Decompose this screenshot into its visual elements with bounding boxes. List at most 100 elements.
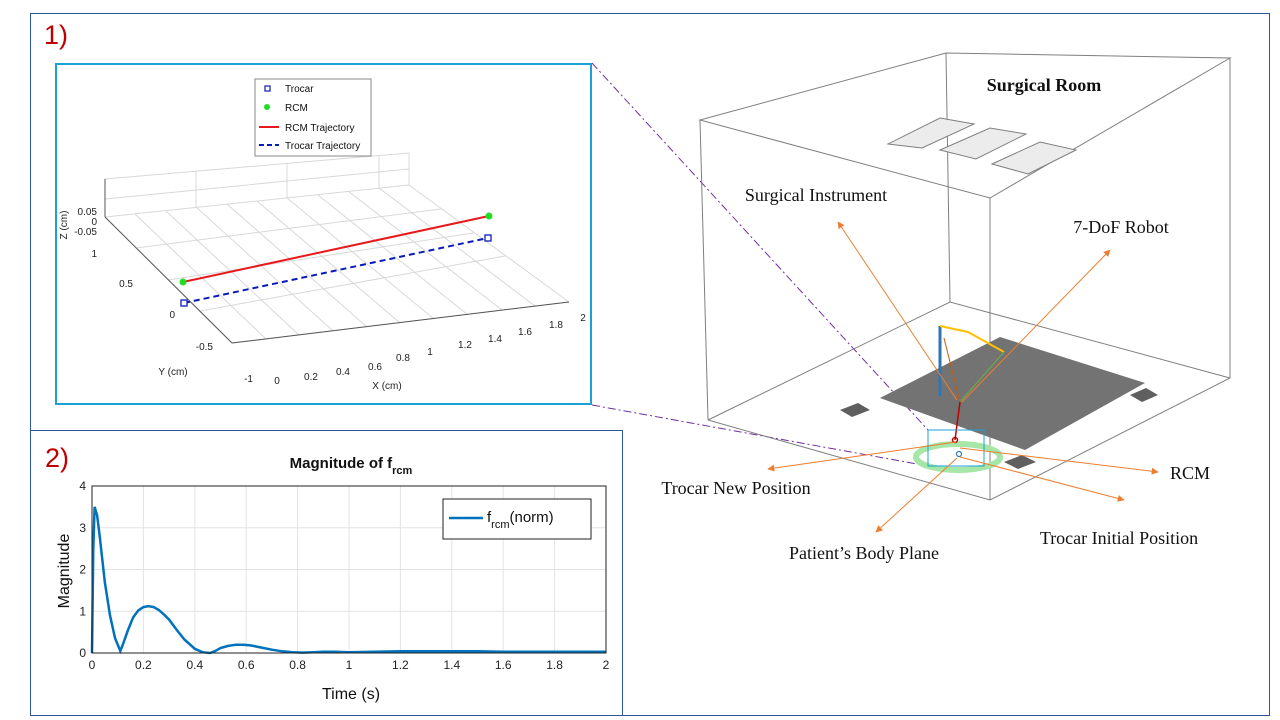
chart-y-tick-label: 0 xyxy=(79,646,86,660)
chart-y-tick-label: 1 xyxy=(79,604,86,618)
x-axis xyxy=(231,301,570,344)
x-tick: 0.8 xyxy=(396,353,410,364)
y-tick: -0.5 xyxy=(196,342,214,353)
rcm-arrow xyxy=(959,447,1159,475)
chart-title-main: Magnitude of f xyxy=(290,455,393,472)
floor-pad xyxy=(840,403,870,417)
chart-y-tick-label: 2 xyxy=(79,563,86,577)
floor-pads xyxy=(840,388,1158,469)
chart-x-tick-label: 0.4 xyxy=(186,658,203,672)
ceiling-lights xyxy=(886,117,1078,175)
rcm-point-end xyxy=(485,212,493,220)
x-tick: 2 xyxy=(580,313,586,324)
robot-arm-link xyxy=(939,325,1005,353)
room-edge xyxy=(699,119,709,421)
y-axis xyxy=(104,216,233,344)
trajectory-3d-plot: 0.05 0 -0.05 Z (cm) 1 0.5 0 -0.5 -1 Y (c… xyxy=(59,78,586,392)
legend-trocar-marker xyxy=(264,85,271,92)
x-tick: 0.2 xyxy=(304,372,318,383)
rcm-label: RCM xyxy=(1170,463,1210,483)
robot-arrow xyxy=(961,249,1111,403)
floor-edge-right xyxy=(408,184,570,303)
rcm-point-start xyxy=(179,278,187,286)
ceiling-light xyxy=(938,127,1028,160)
chart-legend-label: frcm(norm) xyxy=(487,509,554,531)
grid-line xyxy=(226,203,368,328)
x-tick: 1.4 xyxy=(488,334,502,345)
chart-x-tick-label: 1.2 xyxy=(392,658,409,672)
chart-x-tick-label: 1 xyxy=(346,658,353,672)
grid-line xyxy=(195,206,334,332)
zoom-region-box xyxy=(927,429,985,467)
trocar-point-start xyxy=(180,299,188,307)
robot-label: 7-DoF Robot xyxy=(1073,217,1169,237)
x-axis-label: X (cm) xyxy=(372,381,401,392)
ceiling-light xyxy=(990,141,1078,175)
panel-2-number: 2) xyxy=(45,443,70,473)
legend-label: RCM Trajectory xyxy=(285,123,354,134)
z-tick: 0 xyxy=(91,217,97,228)
trocar-initial-position-label: Trocar Initial Position xyxy=(1040,528,1198,548)
chart-x-tick-label: 0.6 xyxy=(238,658,255,672)
x-tick: 1.8 xyxy=(549,320,563,331)
chart-legend: frcm(norm) xyxy=(442,498,592,540)
robot-forearm-link xyxy=(943,337,961,403)
grid-line xyxy=(134,213,267,340)
grid-line xyxy=(286,197,435,320)
room-floor-back xyxy=(707,301,1231,421)
y-tick: -1 xyxy=(244,374,253,385)
robot-wrist-link xyxy=(959,351,1005,403)
surgical-instrument-shaft xyxy=(954,401,961,441)
frcm-norm-series-line xyxy=(90,506,606,655)
z-tick: -0.05 xyxy=(74,227,97,238)
trocar-new-position-label: Trocar New Position xyxy=(661,478,810,498)
chart-plot-frame xyxy=(91,485,607,654)
rcm-trajectory-line xyxy=(182,215,490,283)
x-tick: 0.4 xyxy=(336,367,350,378)
x-tick: 0 xyxy=(274,376,280,387)
chart-x-tick-label: 1.4 xyxy=(443,658,460,672)
panel-1-number: 1) xyxy=(44,20,69,50)
grid-line xyxy=(256,200,401,324)
chart-y-tick-label: 4 xyxy=(79,479,86,493)
body-plane-arrow xyxy=(875,457,958,533)
chart-title: Magnitude of frcm xyxy=(290,455,413,477)
trocar-initial-position-arrow xyxy=(959,456,1125,502)
grid-line xyxy=(317,194,469,316)
z-tick: 0.05 xyxy=(78,207,98,218)
floor-pad xyxy=(1130,388,1158,402)
ceiling-light xyxy=(886,117,976,149)
room-box xyxy=(698,52,1232,501)
chart-x-tick-label: 0 xyxy=(89,658,96,672)
grid-line xyxy=(347,190,503,311)
chart-x-tick-label: 1.8 xyxy=(546,658,563,672)
grid-line xyxy=(167,232,474,281)
trocar-marker xyxy=(955,450,963,458)
z-axis-label: Z (cm) xyxy=(59,211,70,240)
surgical-instrument-label: Surgical Instrument xyxy=(745,185,887,205)
legend-label: RCM xyxy=(285,103,308,114)
chart-y-tick-label: 3 xyxy=(79,521,86,535)
grid-line xyxy=(199,255,506,312)
trocar-new-position-arrow xyxy=(767,441,957,472)
grid-line xyxy=(378,187,536,307)
legend-rcm-marker xyxy=(264,104,270,110)
x-tick: 0.6 xyxy=(368,362,382,373)
chart-x-tick-label: 1.6 xyxy=(495,658,512,672)
x-tick: 1 xyxy=(427,347,433,358)
surgical-room-title: Surgical Room xyxy=(987,75,1102,95)
x-tick: 1.6 xyxy=(518,327,532,338)
slide-frame xyxy=(30,13,1270,716)
chart-title-sub: rcm xyxy=(392,465,412,477)
trajectory-legend: Trocar RCM RCM Trajectory Trocar Traject… xyxy=(254,78,372,157)
chart-x-axis-label: Time (s) xyxy=(322,686,380,703)
y-tick: 0.5 xyxy=(119,279,133,290)
grid-line xyxy=(104,168,410,200)
chart-y-axis-label: Magnitude xyxy=(56,534,73,609)
floor-pad xyxy=(1004,455,1036,469)
operating-table xyxy=(880,337,1145,450)
instrument-arrow xyxy=(837,221,958,401)
y-axis-label: Y (cm) xyxy=(158,367,187,378)
